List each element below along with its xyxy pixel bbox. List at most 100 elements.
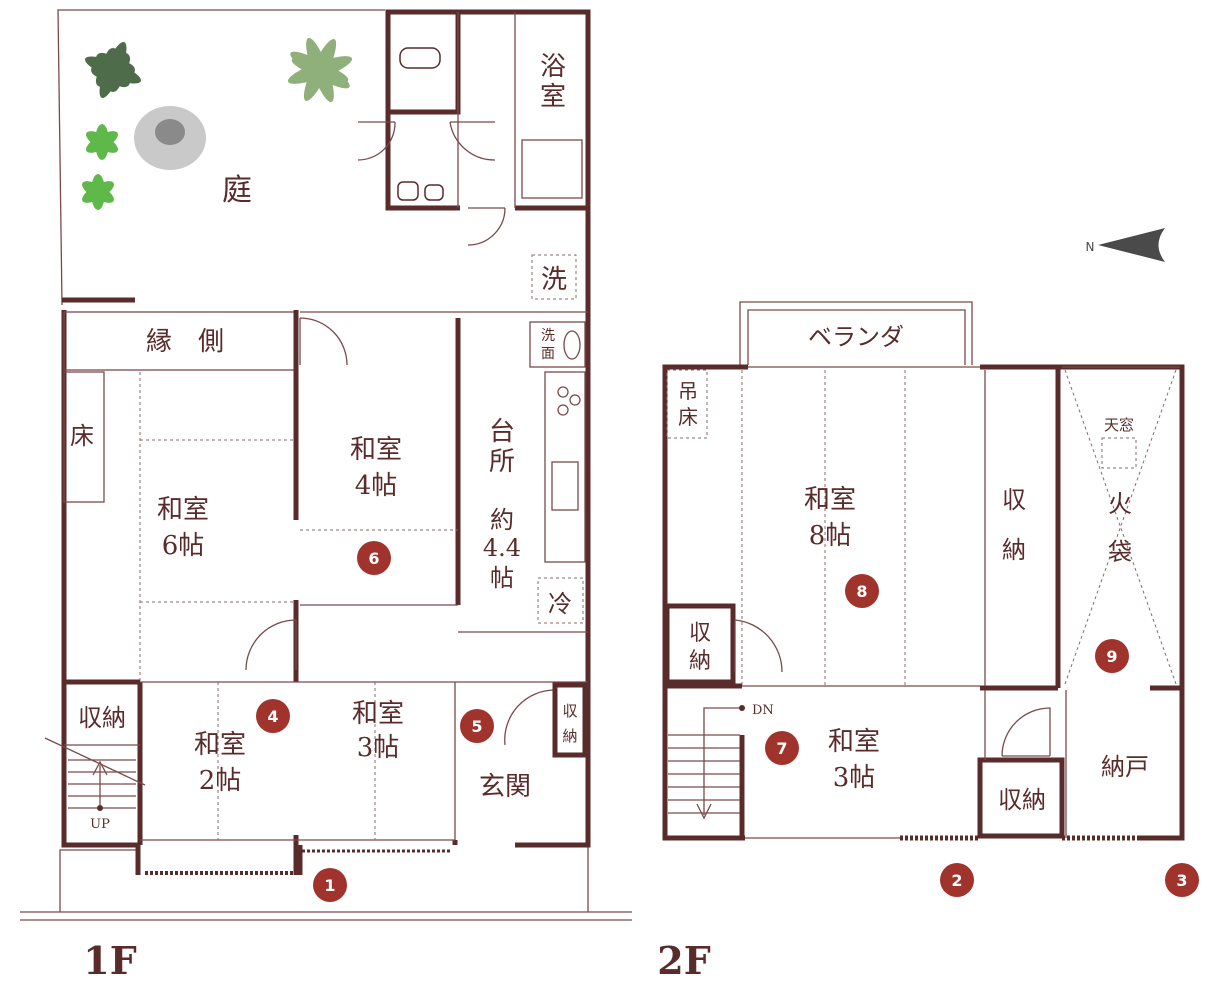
marker-circle [765,731,799,765]
marker-label: 9 [1106,647,1117,666]
foundation-left [59,849,140,912]
door-swing [357,121,396,161]
north-arrow-icon: N [1086,228,1165,262]
walls-2f-outer [662,364,1185,841]
hibukuro-label-2: 袋 [1108,538,1132,566]
washitsu6-label-2: 6帖 [162,531,205,561]
photo-marker-1[interactable]: 1 [313,868,347,902]
storage-small [664,603,736,685]
toilet-icon [399,47,441,69]
bathtub-icon [521,139,583,199]
storage-left-label: 収納 [78,704,126,732]
storage-entry-label-1: 収 [562,702,577,720]
floor-1f: 庭 浴 室 洗 縁 側 床 和室 6帖 [20,9,632,983]
washitsu3-label-1: 和室 [352,699,404,729]
storage-entry-label-2: 納 [562,727,577,745]
tsuridoko [666,369,708,439]
tsuridoko-label-2: 床 [678,405,698,429]
nando-label: 納戸 [1101,753,1149,781]
stairs-dn-label: DN [752,703,774,718]
photo-marker-9[interactable]: 9 [1095,639,1129,673]
tokonoma [63,371,105,503]
washitsu2-label-2: 2帖 [199,766,242,796]
kitchen-label-2: 所 [489,447,515,477]
plant-dark-icon [85,42,141,98]
storage-bottom [977,757,1065,839]
photo-marker-8[interactable]: 8 [845,574,879,608]
washitsu8-label-1: 和室 [804,485,856,515]
stairs-up-label: UP [90,817,110,832]
garden-label: 庭 [222,173,252,208]
door-swing [299,317,348,366]
marker-circle [357,541,391,575]
veranda-label: ベランダ [808,323,904,351]
compass-label: N [1086,240,1095,254]
washroom-label-1: 洗 [541,328,555,344]
storage-bottom-label: 収納 [998,786,1046,814]
washitsu4-label-2: 4帖 [355,471,398,501]
fridge-space [537,577,584,624]
storage-small-label-1: 収 [689,621,711,646]
plant-light-icon [82,174,114,210]
photo-marker-2[interactable]: 2 [940,863,974,897]
photo-marker-6[interactable]: 6 [357,541,391,575]
kitchen-label-3: 約 [490,506,514,534]
bath-label-2: 室 [540,82,566,112]
stairs-1f [44,737,146,811]
arrow-head [92,760,108,776]
washitsu3-2f-label-1: 和室 [828,727,880,757]
marker-circle [460,709,494,743]
washitsu4-label-1: 和室 [350,435,402,465]
marker-circle [940,863,974,897]
garden-plants [82,37,353,210]
door-swing [734,619,783,673]
kitchen-label-4: 4.4 [483,534,521,562]
floor-2f: ベランダ 吊 床 和室 8帖 収 納 天窓 火 袋 収 納 [657,228,1185,983]
skylight-icon [1101,437,1137,469]
kitchen-label-5: 帖 [490,564,514,592]
marker-circle [256,699,290,733]
entrance-label: 玄関 [479,772,531,802]
kitchen-counter [544,371,586,563]
washitsu3-label-2: 3帖 [357,733,400,763]
engawa-label: 縁 側 [146,327,224,357]
hibukuro-label-1: 火 [1108,490,1132,518]
stove-icon [569,394,581,406]
veranda-rail [739,301,973,365]
marker-label: 2 [951,871,962,890]
void-cross [1064,369,1177,685]
washroom-label-2: 面 [541,346,555,362]
photo-marker-7[interactable]: 7 [765,731,799,765]
washitsu6-label-1: 和室 [157,495,209,525]
door-swing [1001,707,1051,757]
kitchen-label-1: 台 [489,417,515,447]
photo-marker-4[interactable]: 4 [256,699,290,733]
stove-icon [557,404,569,416]
garden-boundary [57,9,385,306]
photo-marker-5[interactable]: 5 [460,709,494,743]
floor-2f-label: 2F [657,938,710,983]
plant-light-icon [86,124,118,160]
door-swing [449,121,496,161]
storage-small-label-2: 納 [689,649,711,674]
photo-marker-3[interactable]: 3 [1165,863,1199,897]
laundry-label: 洗 [541,265,567,295]
bath-label-1: 浴 [540,52,566,82]
marker-circle [845,574,879,608]
marker-label: 5 [471,717,482,736]
marker-circle [1165,863,1199,897]
marker-label: 7 [776,739,787,758]
stairs-dot [739,705,745,711]
tsuridoko-label-1: 吊 [678,379,698,403]
arrow-down-icon [703,707,742,815]
marker-label: 3 [1176,871,1187,890]
washitsu3-2f-label-2: 3帖 [833,763,876,793]
door-swing [245,619,297,671]
void-cross [1064,369,1177,685]
foundation-right [515,844,589,912]
storage-mid-label-1: 収 [1002,486,1026,514]
fridge-label: 冷 [548,590,572,618]
marker-label: 6 [368,549,379,568]
stove-icon [557,386,569,398]
